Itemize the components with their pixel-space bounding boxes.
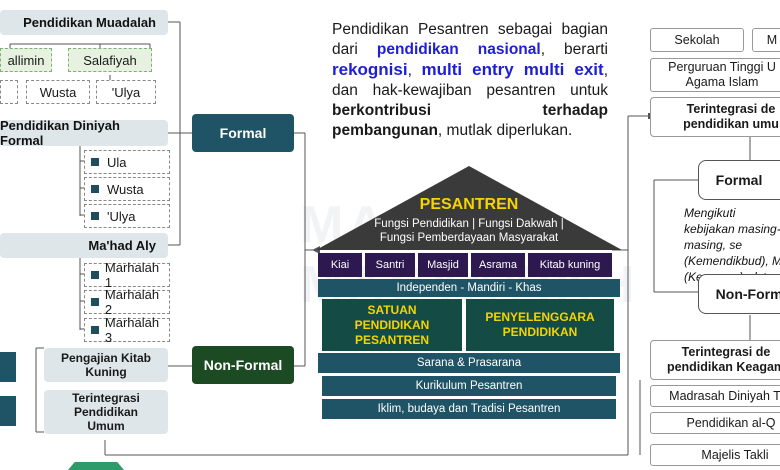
mahad-level-1[interactable]: Marhalah 1 — [84, 260, 170, 290]
house-elements-row: Kiai Santri Masjid Asrama Kitab kuning — [318, 253, 620, 277]
intro-text-5: , mutlak diperlukan. — [437, 122, 573, 139]
bullet-icon — [91, 271, 99, 279]
m-partial-box[interactable]: M — [752, 28, 780, 52]
non-formal-right-node[interactable]: Non-Forma — [698, 274, 780, 314]
mahad-level-2[interactable]: Marhalah 2 — [84, 287, 170, 317]
level-label: Ula — [107, 154, 127, 170]
values-row[interactable]: Independen - Mandiri - Khas — [318, 279, 620, 297]
intro-highlight-3: multi entry multi exit — [421, 60, 604, 79]
kebijakan-note: Mengikuti kebijakan masing-masing, se (K… — [684, 206, 780, 284]
terintegrasi-umum-right[interactable]: Terintegrasi de pendidikan umu — [650, 97, 780, 137]
intro-text-1: Pendidikan Pesantren sebagai bagian dari — [332, 21, 608, 58]
terintegrasi-umum-box[interactable]: Terintegrasi Pendidikan Umum — [44, 390, 168, 434]
intro-text-2: , berarti — [540, 41, 608, 58]
house-functions-2: Fungsi Pemberdayaan Masyarakat — [379, 232, 559, 244]
muallimin-box[interactable]: allimin — [0, 48, 52, 72]
pillar-penyelenggara[interactable]: PENYELENGGARA PENDIDIKAN — [466, 299, 614, 351]
salafiyah-box[interactable]: Salafiyah — [68, 48, 152, 72]
base-iklim[interactable]: Iklim, budaya dan Tradisi Pesantren — [322, 399, 616, 419]
pendidikan-alquran-box[interactable]: Pendidikan al-Q — [650, 412, 780, 434]
bullet-icon — [91, 326, 99, 334]
diniyah-level-ula[interactable]: Ula — [84, 150, 170, 174]
bullet-icon — [91, 158, 99, 166]
muadalah-wusta[interactable]: Wusta — [26, 80, 90, 104]
intro-highlight-1: pendidikan nasional — [376, 41, 541, 58]
element-kitab-kuning[interactable]: Kitab kuning — [528, 253, 612, 277]
madrasah-diniyah-box[interactable]: Madrasah Diniyah T — [650, 385, 780, 407]
base-kurikulum[interactable]: Kurikulum Pesantren — [322, 376, 616, 396]
perguruan-tinggi-box[interactable]: Perguruan Tinggi U Agama Islam — [650, 58, 780, 92]
intro-highlight-4: berkontribusi terhadap pembangunan — [332, 102, 608, 139]
formal-node[interactable]: Formal — [192, 114, 294, 152]
level-label: Marhalah 3 — [104, 315, 160, 345]
pillar-satuan-pendidikan[interactable]: SATUAN PENDIDIKAN PESANTREN — [322, 299, 462, 351]
non-formal-node[interactable]: Non-Formal — [192, 346, 294, 384]
element-masjid[interactable]: Masjid — [418, 253, 468, 277]
intro-paragraph: Pendidikan Pesantren sebagai bagian dari… — [332, 20, 608, 141]
formal-right-node[interactable]: Formal — [698, 160, 780, 200]
diniyah-formal-header[interactable]: Pendidikan Diniyah Formal — [0, 118, 168, 148]
sekolah-box[interactable]: Sekolah — [650, 28, 744, 52]
level-label: Wusta — [107, 181, 144, 197]
left-edge-block-2 — [0, 396, 16, 426]
base-sarana[interactable]: Sarana & Prasarana — [318, 353, 620, 373]
bullet-icon — [91, 298, 99, 306]
diniyah-level-wusta[interactable]: Wusta — [84, 177, 170, 201]
muadalah-partial-box — [0, 80, 18, 104]
level-label: Marhalah 2 — [104, 287, 160, 317]
intro-highlight-2: rekognisi — [332, 60, 408, 79]
muadalah-ulya[interactable]: 'Ulya — [96, 80, 156, 104]
left-edge-block-1 — [0, 352, 16, 382]
element-santri[interactable]: Santri — [365, 253, 415, 277]
diniyah-level-ulya[interactable]: 'Ulya — [84, 204, 170, 228]
bullet-icon — [91, 212, 99, 220]
majelis-taklim-box[interactable]: Majelis Takli — [650, 444, 780, 466]
mahad-aly-header[interactable]: Ma'had Aly — [0, 233, 168, 258]
intro-text-3: , — [407, 62, 422, 79]
house-title: PESANTREN — [419, 196, 519, 213]
house-functions-1: Fungsi Pendidikan | Fungsi Dakwah | — [374, 218, 564, 230]
intro-text-4: , dan hak-kewajiban pesantren untuk — [332, 62, 608, 99]
level-label: 'Ulya — [107, 208, 136, 224]
element-kiai[interactable]: Kiai — [318, 253, 362, 277]
bottom-green-tab — [68, 462, 124, 470]
terintegrasi-keagamaan-right[interactable]: Terintegrasi de pendidikan Keagam — [650, 340, 780, 380]
bullet-icon — [91, 185, 99, 193]
element-asrama[interactable]: Asrama — [471, 253, 525, 277]
kitab-kuning-box[interactable]: Pengajian Kitab Kuning — [44, 348, 168, 382]
mahad-level-3[interactable]: Marhalah 3 — [84, 315, 170, 345]
house-roof-text: PESANTREN Fungsi Pendidikan | Fungsi Dak… — [316, 196, 622, 245]
muadalah-header[interactable]: Pendidikan Muadalah — [0, 10, 168, 35]
level-label: Marhalah 1 — [104, 260, 160, 290]
